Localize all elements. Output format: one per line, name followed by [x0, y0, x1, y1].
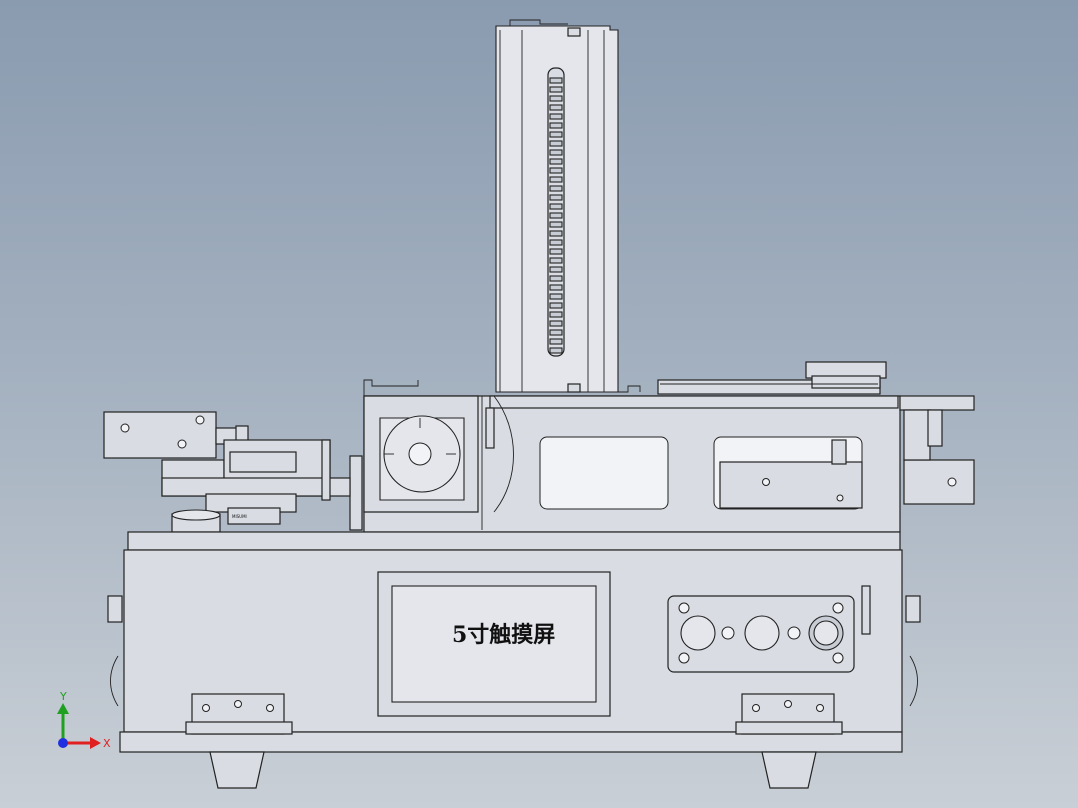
- left-latch: [107, 595, 123, 623]
- housing-window-left: [539, 436, 669, 510]
- rack-tooth: [549, 257, 563, 264]
- rack-tooth: [549, 239, 563, 246]
- rack-tooth: [549, 329, 563, 336]
- rack-tooth: [549, 248, 563, 255]
- rack-tooth: [549, 194, 563, 201]
- rack-tooth: [549, 176, 563, 183]
- y-axis-label: Y: [59, 690, 67, 703]
- rack-tooth: [549, 212, 563, 219]
- rack-tooth: [549, 185, 563, 192]
- right-latch: [905, 595, 921, 623]
- axis-triad: Y X: [57, 690, 111, 750]
- rack-tooth: [549, 167, 563, 174]
- rack-tooth: [549, 86, 563, 93]
- rack-tooth: [549, 347, 563, 354]
- rack-tooth: [549, 311, 563, 318]
- top-slide: [618, 361, 887, 395]
- vertical-column: [495, 19, 619, 393]
- rack-tooth: [549, 122, 563, 129]
- rack-tooth: [549, 221, 563, 228]
- hinge-left: [185, 693, 293, 735]
- rack-tooth: [549, 149, 563, 156]
- foot-left: [209, 751, 265, 789]
- rack-tooth: [549, 140, 563, 147]
- upper-housing: [349, 379, 975, 533]
- rack-tooth: [549, 95, 563, 102]
- rack-tooth: [549, 158, 563, 165]
- rack-teeth: [549, 77, 563, 354]
- rack-tooth: [549, 131, 563, 138]
- rack-tooth: [549, 113, 563, 120]
- foot-right: [761, 751, 817, 789]
- rack-tooth: [549, 284, 563, 291]
- rack-tooth: [549, 77, 563, 84]
- rack-tooth: [549, 302, 563, 309]
- touch-screen-label: 5寸触摸屏: [452, 622, 555, 648]
- x-axis-label: X: [103, 737, 111, 750]
- rail-block-label: MISUMI: [232, 514, 247, 519]
- rack-tooth: [549, 230, 563, 237]
- connector-panel: [667, 585, 871, 673]
- rack-tooth: [549, 293, 563, 300]
- rack-tooth: [549, 104, 563, 111]
- hinge-right: [735, 693, 843, 735]
- rack-tooth: [549, 320, 563, 327]
- rack-tooth: [549, 338, 563, 345]
- touch-screen: 5寸触摸屏: [377, 571, 611, 717]
- rack-tooth: [549, 266, 563, 273]
- left-assembly: MISUMI: [103, 411, 351, 534]
- rack-tooth: [549, 203, 563, 210]
- rack-tooth: [549, 275, 563, 282]
